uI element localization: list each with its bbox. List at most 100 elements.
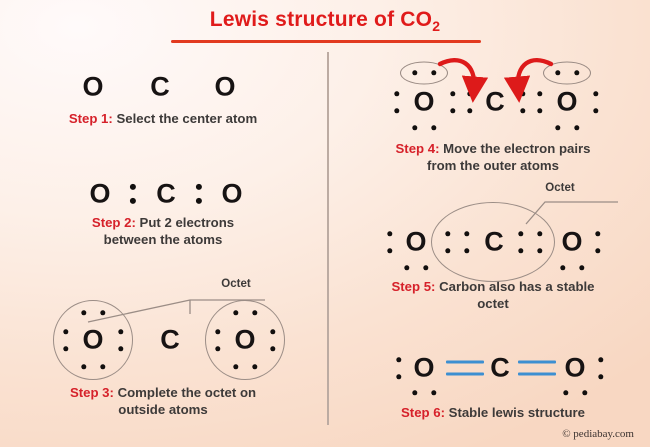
step-4-text-line2: from the outer atoms bbox=[427, 158, 559, 173]
octet-annotation-label: Octet bbox=[221, 278, 251, 290]
electron-dot bbox=[233, 364, 239, 370]
electron-dot bbox=[118, 329, 124, 335]
electron-dot bbox=[574, 125, 580, 131]
electron-dot bbox=[595, 248, 601, 254]
step-6-block: O C O Step 6: Stable lewis structure bbox=[348, 340, 638, 421]
step-2-text-line1: Put 2 electrons bbox=[139, 215, 235, 230]
electron-dot bbox=[233, 310, 239, 316]
electron-dot bbox=[563, 390, 569, 396]
electron-dot bbox=[81, 310, 87, 316]
atom-oxygen-right: O bbox=[234, 324, 256, 355]
electron-dot bbox=[412, 125, 418, 131]
step-5-molecule: O C O bbox=[348, 180, 638, 282]
electron-dot bbox=[195, 183, 203, 191]
electron-dot bbox=[129, 197, 137, 205]
atom-oxygen-right: O bbox=[561, 226, 583, 257]
step-5-text-line1: Carbon also has a stable bbox=[439, 279, 595, 294]
electron-dot bbox=[394, 108, 400, 114]
electron-dot bbox=[555, 70, 561, 76]
step-6-caption: Step 6: Stable lewis structure bbox=[348, 404, 638, 421]
atom-oxygen-left: O bbox=[89, 178, 111, 209]
step-1-caption: Step 1: Select the center atom bbox=[18, 110, 308, 127]
step-5-text-line2: octet bbox=[477, 296, 509, 311]
step-4-label: Step 4: bbox=[395, 141, 440, 156]
step-4-text-line1: Move the electron pairs bbox=[443, 141, 591, 156]
electron-dot bbox=[593, 91, 599, 97]
atom-carbon: C bbox=[150, 71, 170, 102]
octet-ring-carbon bbox=[431, 202, 555, 282]
atom-carbon: C bbox=[490, 352, 510, 383]
octet-annotation-label: Octet bbox=[545, 182, 575, 194]
step-6-molecule: O C O bbox=[348, 340, 638, 398]
step-5-block: Octet O C O bbox=[348, 180, 638, 312]
electron-dot bbox=[118, 346, 124, 352]
electron-dot bbox=[450, 108, 456, 114]
electron-pair-highlight-left bbox=[400, 61, 448, 85]
electron-dot bbox=[537, 91, 543, 97]
step-3-text-line1: Complete the octet on bbox=[117, 385, 257, 400]
step-6-label: Step 6: bbox=[401, 405, 445, 420]
electron-dot bbox=[215, 329, 221, 335]
electron-movement-arrow-left-icon bbox=[437, 58, 489, 103]
electron-dot bbox=[431, 390, 437, 396]
atom-oxygen-left: O bbox=[413, 86, 435, 117]
electron-dot bbox=[464, 231, 470, 237]
page-title: Lewis structure of CO2 bbox=[0, 8, 650, 34]
step-2-text-line2: between the atoms bbox=[103, 232, 223, 247]
page-title-subscript: 2 bbox=[432, 18, 441, 35]
electron-dot bbox=[560, 265, 566, 271]
electron-dot bbox=[450, 91, 456, 97]
step-5-caption: Step 5: Carbon also has a stable octet bbox=[348, 278, 638, 312]
step-4-caption: Step 4: Move the electron pairs from the… bbox=[348, 140, 638, 174]
electron-dot bbox=[555, 125, 561, 131]
electron-dot bbox=[270, 346, 276, 352]
step-3-caption: Step 3: Complete the octet on outside at… bbox=[18, 384, 308, 418]
atom-oxygen-left: O bbox=[413, 352, 435, 383]
watermark-credit: © pediabay.com bbox=[562, 428, 634, 440]
step-2-label: Step 2: bbox=[91, 215, 136, 230]
electron-movement-arrow-right-icon bbox=[503, 58, 554, 103]
step-2-molecule: O C O bbox=[18, 172, 308, 214]
electron-dot bbox=[270, 329, 276, 335]
electron-dot bbox=[595, 231, 601, 237]
electron-dot bbox=[431, 70, 437, 76]
atom-oxygen-left: O bbox=[405, 226, 427, 257]
electron-dot bbox=[396, 374, 402, 380]
electron-dot bbox=[582, 390, 588, 396]
electron-dot bbox=[412, 390, 418, 396]
step-1-molecule: O C O bbox=[18, 62, 308, 108]
electron-dot bbox=[518, 231, 524, 237]
electron-dot bbox=[396, 357, 402, 363]
step-3-molecule: O C O bbox=[18, 272, 308, 380]
electron-dot bbox=[81, 364, 87, 370]
electron-dot bbox=[518, 248, 524, 254]
step-1-label: Step 1: bbox=[68, 111, 113, 126]
atom-oxygen-right: O bbox=[564, 352, 586, 383]
step-6-text: Stable lewis structure bbox=[448, 405, 585, 420]
atom-carbon: C bbox=[484, 226, 504, 257]
electron-dot bbox=[129, 183, 137, 191]
double-bond-left-lower bbox=[446, 372, 484, 376]
step-5-label: Step 5: bbox=[391, 279, 436, 294]
electron-pair-highlight-right bbox=[543, 61, 591, 85]
electron-dot bbox=[445, 248, 451, 254]
electron-dot bbox=[537, 248, 543, 254]
electron-dot bbox=[63, 329, 69, 335]
electron-dot bbox=[464, 248, 470, 254]
electron-dot bbox=[537, 108, 543, 114]
electron-dot bbox=[593, 108, 599, 114]
step-2-block: O C O Step 2: Put 2 electrons between th… bbox=[18, 172, 308, 248]
electron-dot bbox=[579, 265, 585, 271]
atom-carbon: C bbox=[485, 86, 505, 117]
electron-dot bbox=[537, 231, 543, 237]
electron-dot bbox=[598, 357, 604, 363]
electron-dot bbox=[387, 231, 393, 237]
electron-dot bbox=[63, 346, 69, 352]
electron-dot bbox=[412, 70, 418, 76]
electron-dot bbox=[445, 231, 451, 237]
electron-dot bbox=[404, 265, 410, 271]
atom-oxygen-right: O bbox=[221, 178, 243, 209]
electron-dot bbox=[252, 310, 258, 316]
atom-oxygen-left: O bbox=[82, 71, 104, 102]
